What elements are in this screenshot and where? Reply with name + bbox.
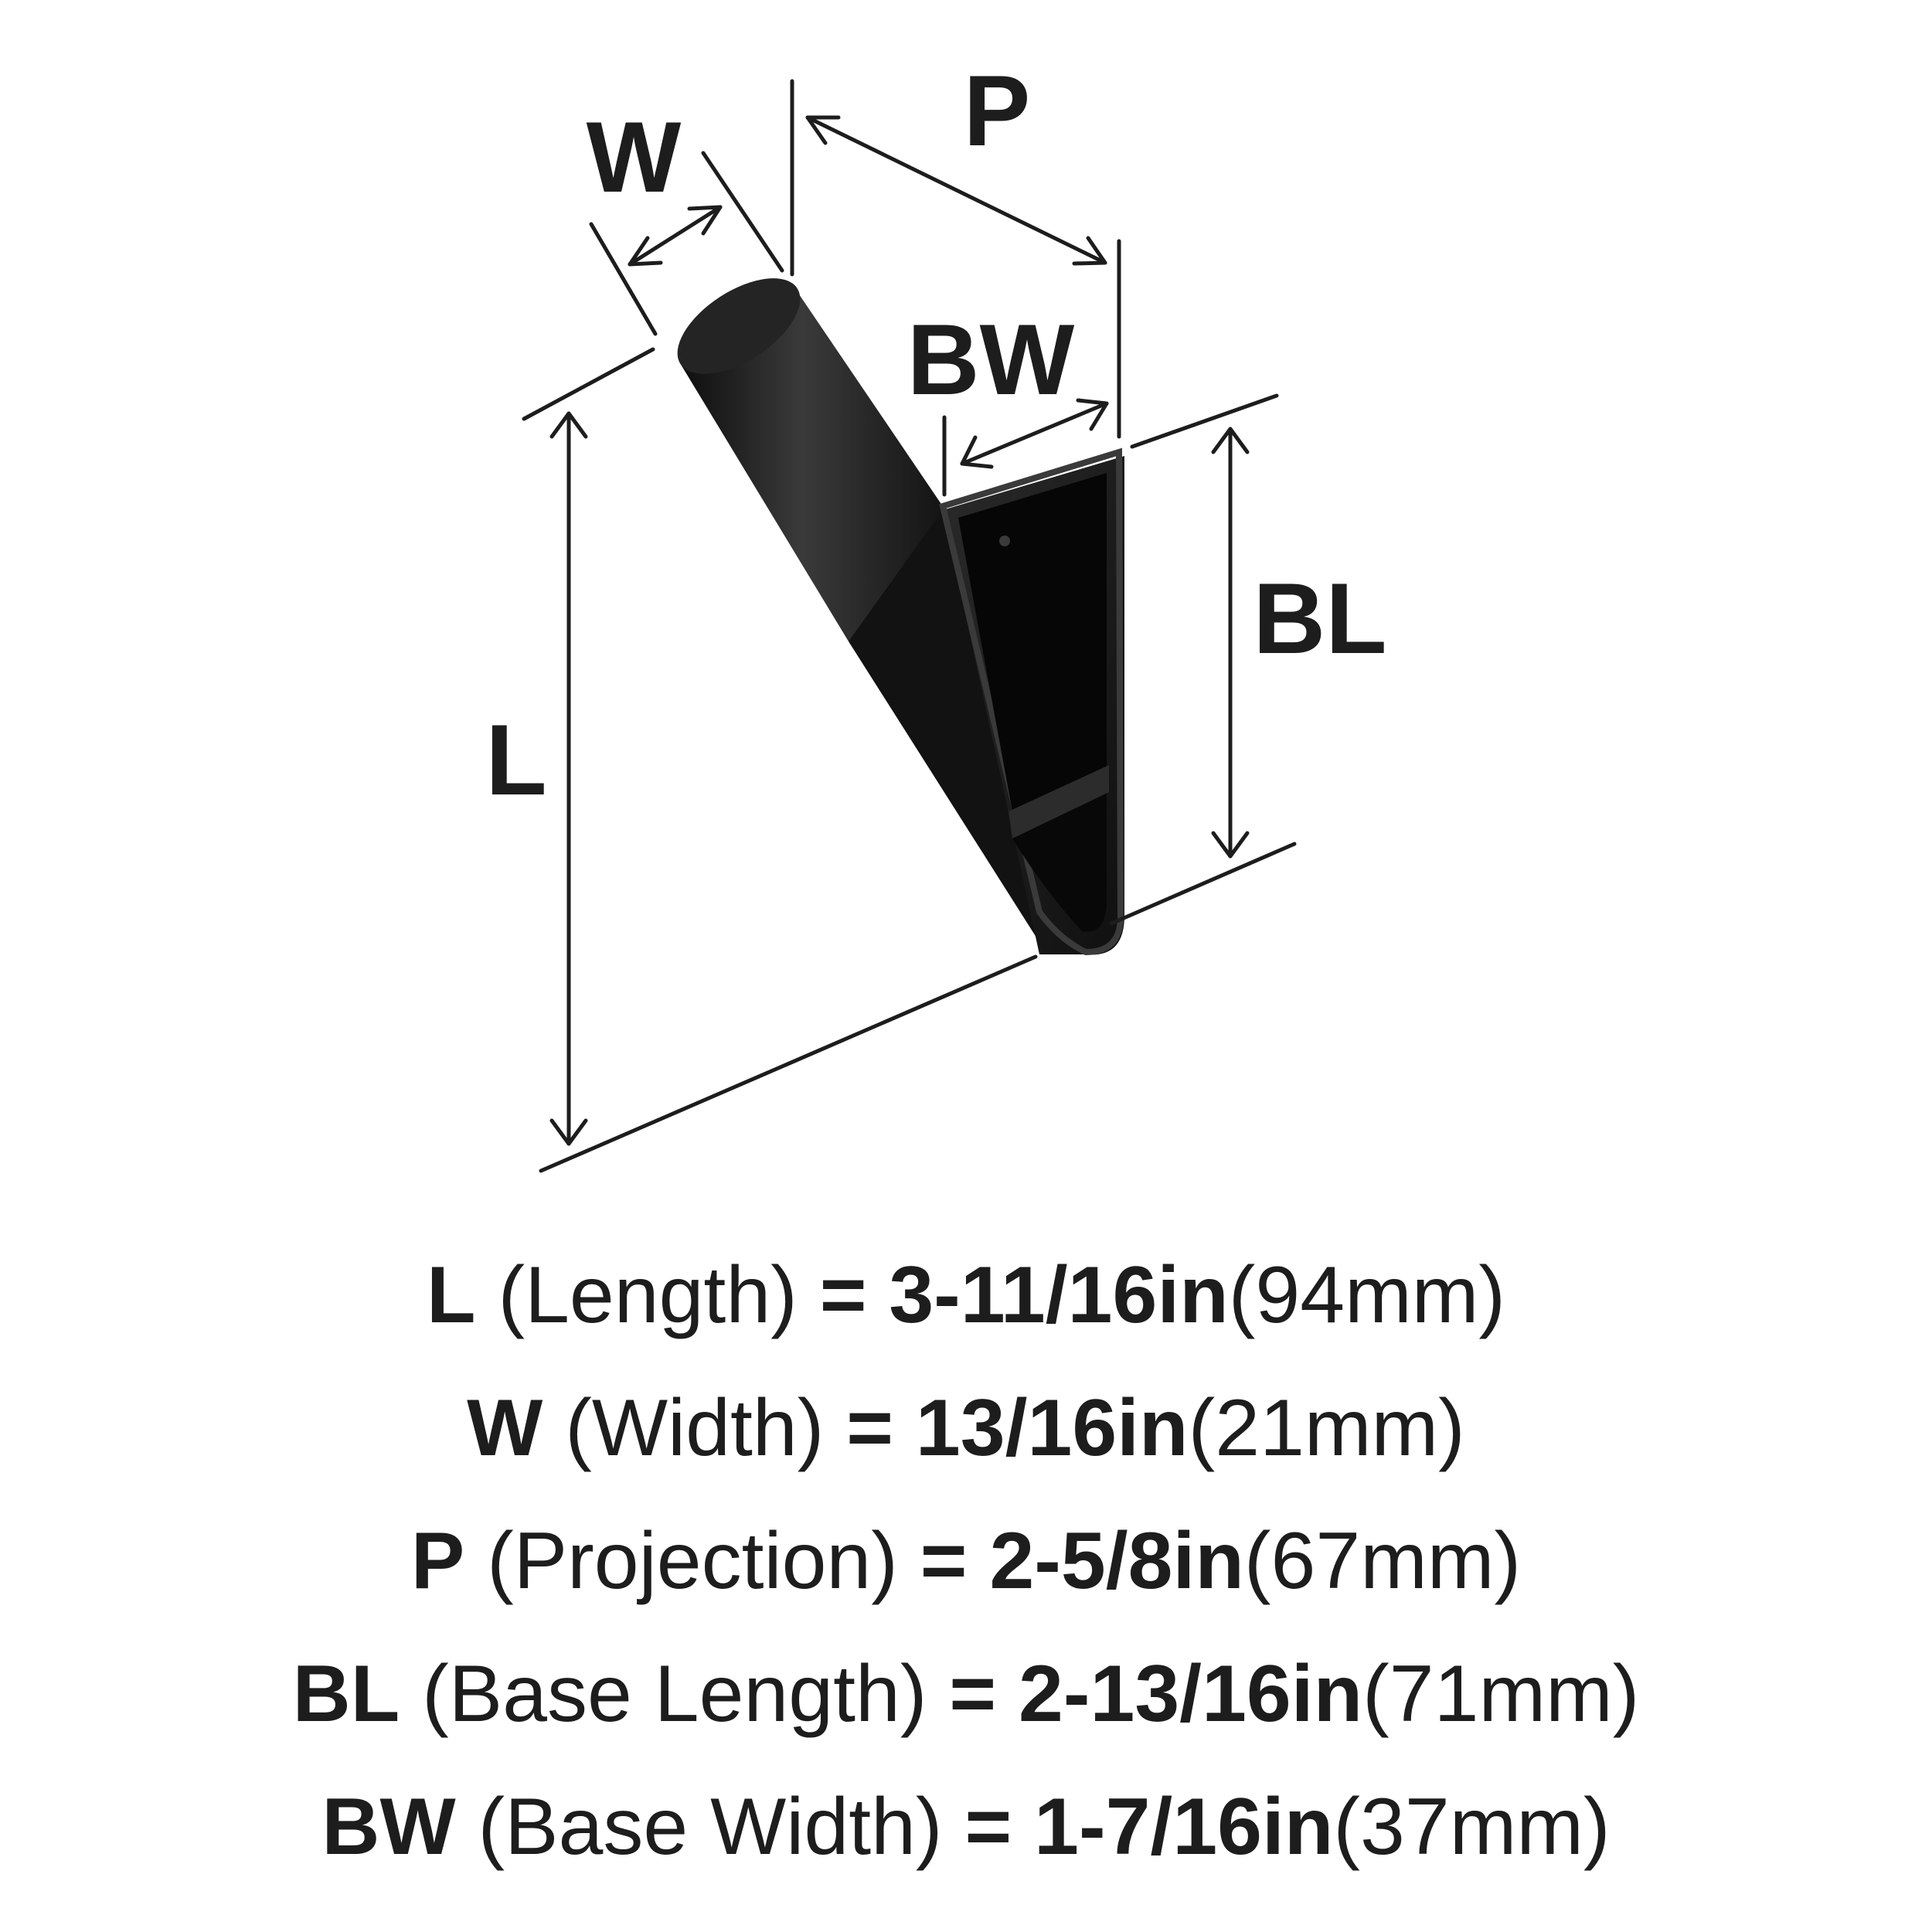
bw-arrowhead-right <box>1076 398 1109 431</box>
bl-arrowhead-top <box>1211 427 1250 454</box>
hook-product <box>677 278 1124 956</box>
spec-abbr: BW <box>321 1782 456 1872</box>
hook-screw-hole <box>999 536 1010 546</box>
spec-name: (Length) <box>498 1250 798 1340</box>
spec-name: (Base Length) <box>422 1649 927 1739</box>
spec-projection: P (Projection) = 2-5/8in(67mm) <box>0 1495 1932 1628</box>
spec-base-width: BW (Base Width) = 1-7/16in(37mm) <box>0 1760 1932 1893</box>
spec-width: W (Width) = 13/16in(21mm) <box>0 1362 1932 1495</box>
dimension-spec-list: L (Length) = 3-11/16in(94mm) W (Width) =… <box>0 1229 1932 1893</box>
p-arrowhead-right <box>1072 236 1107 266</box>
bl-extension-top <box>1130 393 1279 449</box>
spec-imperial: 2-5/8in <box>989 1516 1244 1606</box>
l-arrowhead-bottom <box>549 1118 588 1146</box>
bl-arrowhead-bottom <box>1211 831 1250 859</box>
l-dimension-label: L <box>485 703 546 816</box>
w-arrowhead-right <box>687 205 723 236</box>
bw-dimension-label: BW <box>907 303 1075 416</box>
spec-equals: = <box>964 1782 1012 1872</box>
spec-equals: = <box>819 1250 867 1340</box>
spec-length: L (Length) = 3-11/16in(94mm) <box>0 1229 1932 1362</box>
p-dimension-label: P <box>964 54 1031 167</box>
l-extension-bottom <box>539 954 1038 1173</box>
spec-metric: (21mm) <box>1188 1383 1465 1473</box>
spec-metric: (67mm) <box>1243 1516 1522 1606</box>
w-dimension-arrow <box>628 205 723 267</box>
bl-dimension-label: BL <box>1253 562 1386 675</box>
spec-metric: (37mm) <box>1333 1782 1611 1872</box>
spec-name: (Width) <box>565 1383 825 1473</box>
spec-equals: = <box>949 1649 997 1739</box>
w-extension-left <box>589 222 658 336</box>
hook-bar <box>680 290 951 641</box>
spec-metric: (94mm) <box>1228 1250 1505 1340</box>
spec-name: (Base Width) <box>478 1782 943 1872</box>
dimension-lines <box>522 79 1297 1173</box>
spec-imperial: 2-13/16in <box>1019 1649 1363 1739</box>
spec-imperial: 1-7/16in <box>1034 1782 1334 1872</box>
spec-imperial: 3-11/16in <box>889 1250 1229 1340</box>
w-dimension-label: W <box>587 100 682 213</box>
w-arrowhead-left <box>628 236 663 267</box>
spec-equals: = <box>846 1383 893 1473</box>
spec-equals: = <box>920 1516 968 1606</box>
bw-dimension-arrow <box>960 401 1109 466</box>
spec-abbr: BL <box>292 1649 400 1739</box>
spec-name: (Projection) <box>487 1516 898 1606</box>
l-extension-top <box>522 347 655 421</box>
hook-base-rim <box>939 447 1124 956</box>
spec-abbr: L <box>427 1250 476 1340</box>
hook-base-cavity <box>958 473 1107 811</box>
spec-abbr: P <box>410 1516 465 1606</box>
l-arrowhead-top <box>549 411 588 439</box>
spec-metric: (71mm) <box>1362 1649 1640 1739</box>
hook-base-divider <box>1009 765 1109 838</box>
hook-bar-end-cap <box>677 278 801 374</box>
spec-imperial: 13/16in <box>915 1383 1189 1473</box>
p-dimension-arrow <box>805 115 1107 265</box>
spec-abbr: W <box>467 1383 543 1473</box>
p-arrowhead-left <box>805 115 841 145</box>
w-extension-right <box>701 151 784 273</box>
bw-arrowhead-left <box>960 435 994 469</box>
spec-base-length: BL (Base Length) = 2-13/16in(71mm) <box>0 1628 1932 1760</box>
bl-extension-bottom <box>1109 842 1297 926</box>
